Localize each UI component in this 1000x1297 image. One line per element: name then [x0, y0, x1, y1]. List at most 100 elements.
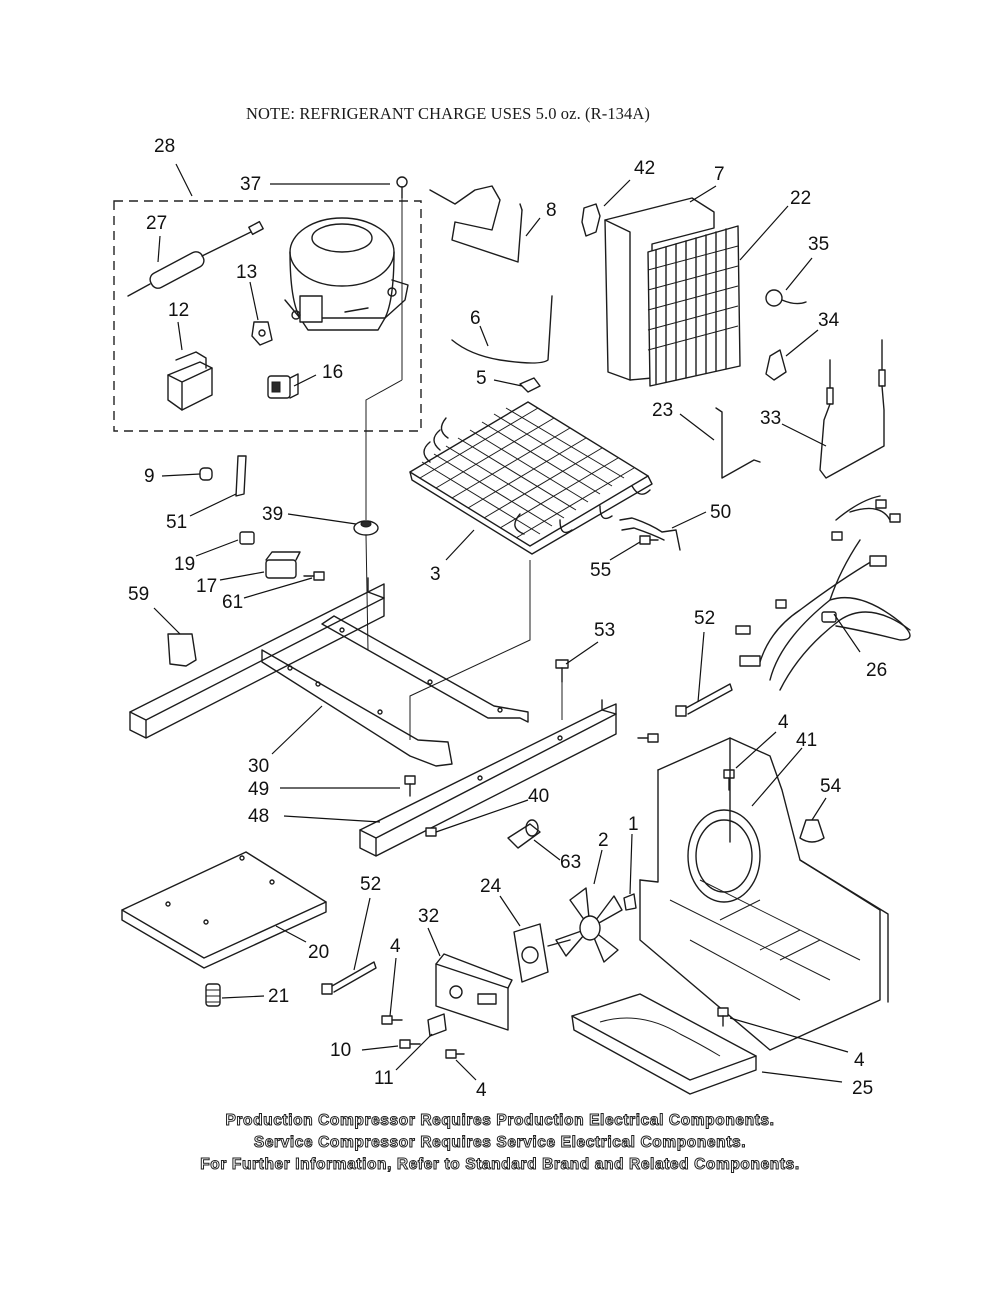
- callout-labels: 28 37 27 13 12 16 42 7 8 22 35 34 6 5 23…: [128, 136, 887, 1101]
- callout-42: 42: [634, 158, 655, 179]
- callout-27: 27: [146, 213, 167, 234]
- drain-pan-25: [571, 993, 757, 1095]
- part-63: [507, 819, 541, 849]
- callout-12: 12: [168, 300, 189, 321]
- callout-30: 30: [248, 756, 269, 777]
- screw-49: [404, 775, 416, 797]
- callout-32: 32: [418, 906, 439, 927]
- part-35: [765, 289, 807, 307]
- callout-51: 51: [166, 512, 187, 533]
- callout-63: 63: [560, 852, 581, 873]
- callout-49: 49: [248, 779, 269, 800]
- frame-rail-30: [129, 560, 531, 767]
- drier: [127, 220, 264, 297]
- clip-13: [251, 321, 273, 346]
- footer-note-line-2: Service Compressor Requires Service Elec…: [253, 1134, 747, 1152]
- callout-22: 22: [790, 188, 811, 209]
- callout-21: 21: [268, 986, 289, 1007]
- overload-16: [267, 373, 299, 399]
- callout-48: 48: [248, 806, 269, 827]
- callout-40: 40: [528, 786, 549, 807]
- part-50: [619, 517, 681, 551]
- screw-10: [399, 1039, 421, 1049]
- callout-34: 34: [818, 310, 840, 331]
- callout-10: 10: [330, 1040, 351, 1061]
- footer-note-line-3: For Further Information, Refer to Standa…: [200, 1156, 800, 1174]
- callout-5: 5: [476, 368, 487, 389]
- screw-40: [425, 733, 659, 837]
- callout-53: 53: [594, 620, 615, 641]
- callout-4c: 4: [476, 1080, 487, 1101]
- screw-61: [303, 571, 325, 581]
- callout-39: 39: [262, 504, 283, 525]
- callout-20: 20: [308, 942, 329, 963]
- screw-53: [555, 659, 569, 720]
- callout-52b: 52: [360, 874, 381, 895]
- callout-28: 28: [154, 136, 175, 157]
- callout-59: 59: [128, 584, 149, 605]
- part-19: [239, 531, 255, 545]
- screw-4b: [381, 1015, 403, 1025]
- evaporator-22: [647, 225, 741, 387]
- callout-55: 55: [590, 560, 611, 581]
- callout-26: 26: [866, 660, 887, 681]
- compressor-kit-dashed-box: [113, 200, 422, 432]
- wiring-harness-26: [735, 495, 911, 691]
- panel-20: [121, 851, 327, 969]
- callout-24: 24: [480, 876, 502, 897]
- screw-37: [365, 176, 408, 520]
- bracket-42: [581, 203, 601, 237]
- fan-blade-2: [555, 887, 623, 963]
- evaporator-cover-7: [604, 197, 715, 381]
- callout-2: 2: [598, 830, 609, 851]
- screw-4c: [445, 1049, 465, 1059]
- fan-motor-24: [513, 923, 571, 983]
- screw-55: [639, 535, 659, 545]
- spring-21: [205, 983, 221, 1007]
- tube-8: [429, 185, 523, 263]
- callout-17: 17: [196, 576, 217, 597]
- grommet-39: [353, 520, 379, 651]
- callout-3: 3: [430, 564, 441, 585]
- part-54: [799, 819, 825, 843]
- bracket-32: [435, 953, 513, 1031]
- part-33: [819, 339, 886, 479]
- cable-tie-52b: [321, 961, 377, 995]
- callout-6: 6: [470, 308, 481, 329]
- callout-19: 19: [174, 554, 195, 575]
- clip-5: [519, 377, 541, 393]
- screw-4a: [723, 769, 735, 791]
- callout-33: 33: [760, 408, 781, 429]
- refrigerant-note: NOTE: REFRIGERANT CHARGE USES 5.0 oz. (R…: [246, 104, 650, 123]
- callout-52a: 52: [694, 608, 715, 629]
- footer-note-line-1: Production Compressor Requires Productio…: [225, 1112, 775, 1130]
- part-17: [265, 551, 301, 579]
- part-11: [427, 1013, 447, 1037]
- screw-4d: [717, 1007, 729, 1027]
- relay-12: [167, 351, 213, 411]
- evaporator-coil-3: [409, 401, 653, 555]
- callout-8: 8: [546, 200, 557, 221]
- callout-1: 1: [628, 814, 639, 835]
- callout-4a: 4: [778, 712, 789, 733]
- part-9: [199, 467, 213, 481]
- callout-7: 7: [714, 164, 725, 185]
- part-23: [715, 407, 761, 479]
- cable-tie-52a: [675, 683, 733, 717]
- callout-23: 23: [652, 400, 673, 421]
- callout-54: 54: [820, 776, 842, 797]
- callout-35: 35: [808, 234, 829, 255]
- callout-50: 50: [710, 502, 731, 523]
- part-34: [765, 349, 787, 381]
- callout-9: 9: [144, 466, 155, 487]
- leader-lines: [153, 163, 861, 1083]
- compressor: [284, 217, 409, 331]
- base-pan-41: [639, 737, 889, 1051]
- callout-11: 11: [374, 1068, 394, 1089]
- callout-61: 61: [222, 592, 243, 613]
- callout-41: 41: [796, 730, 817, 751]
- callout-4d: 4: [854, 1050, 865, 1071]
- clip-1: [623, 893, 637, 911]
- part-59: [167, 633, 197, 667]
